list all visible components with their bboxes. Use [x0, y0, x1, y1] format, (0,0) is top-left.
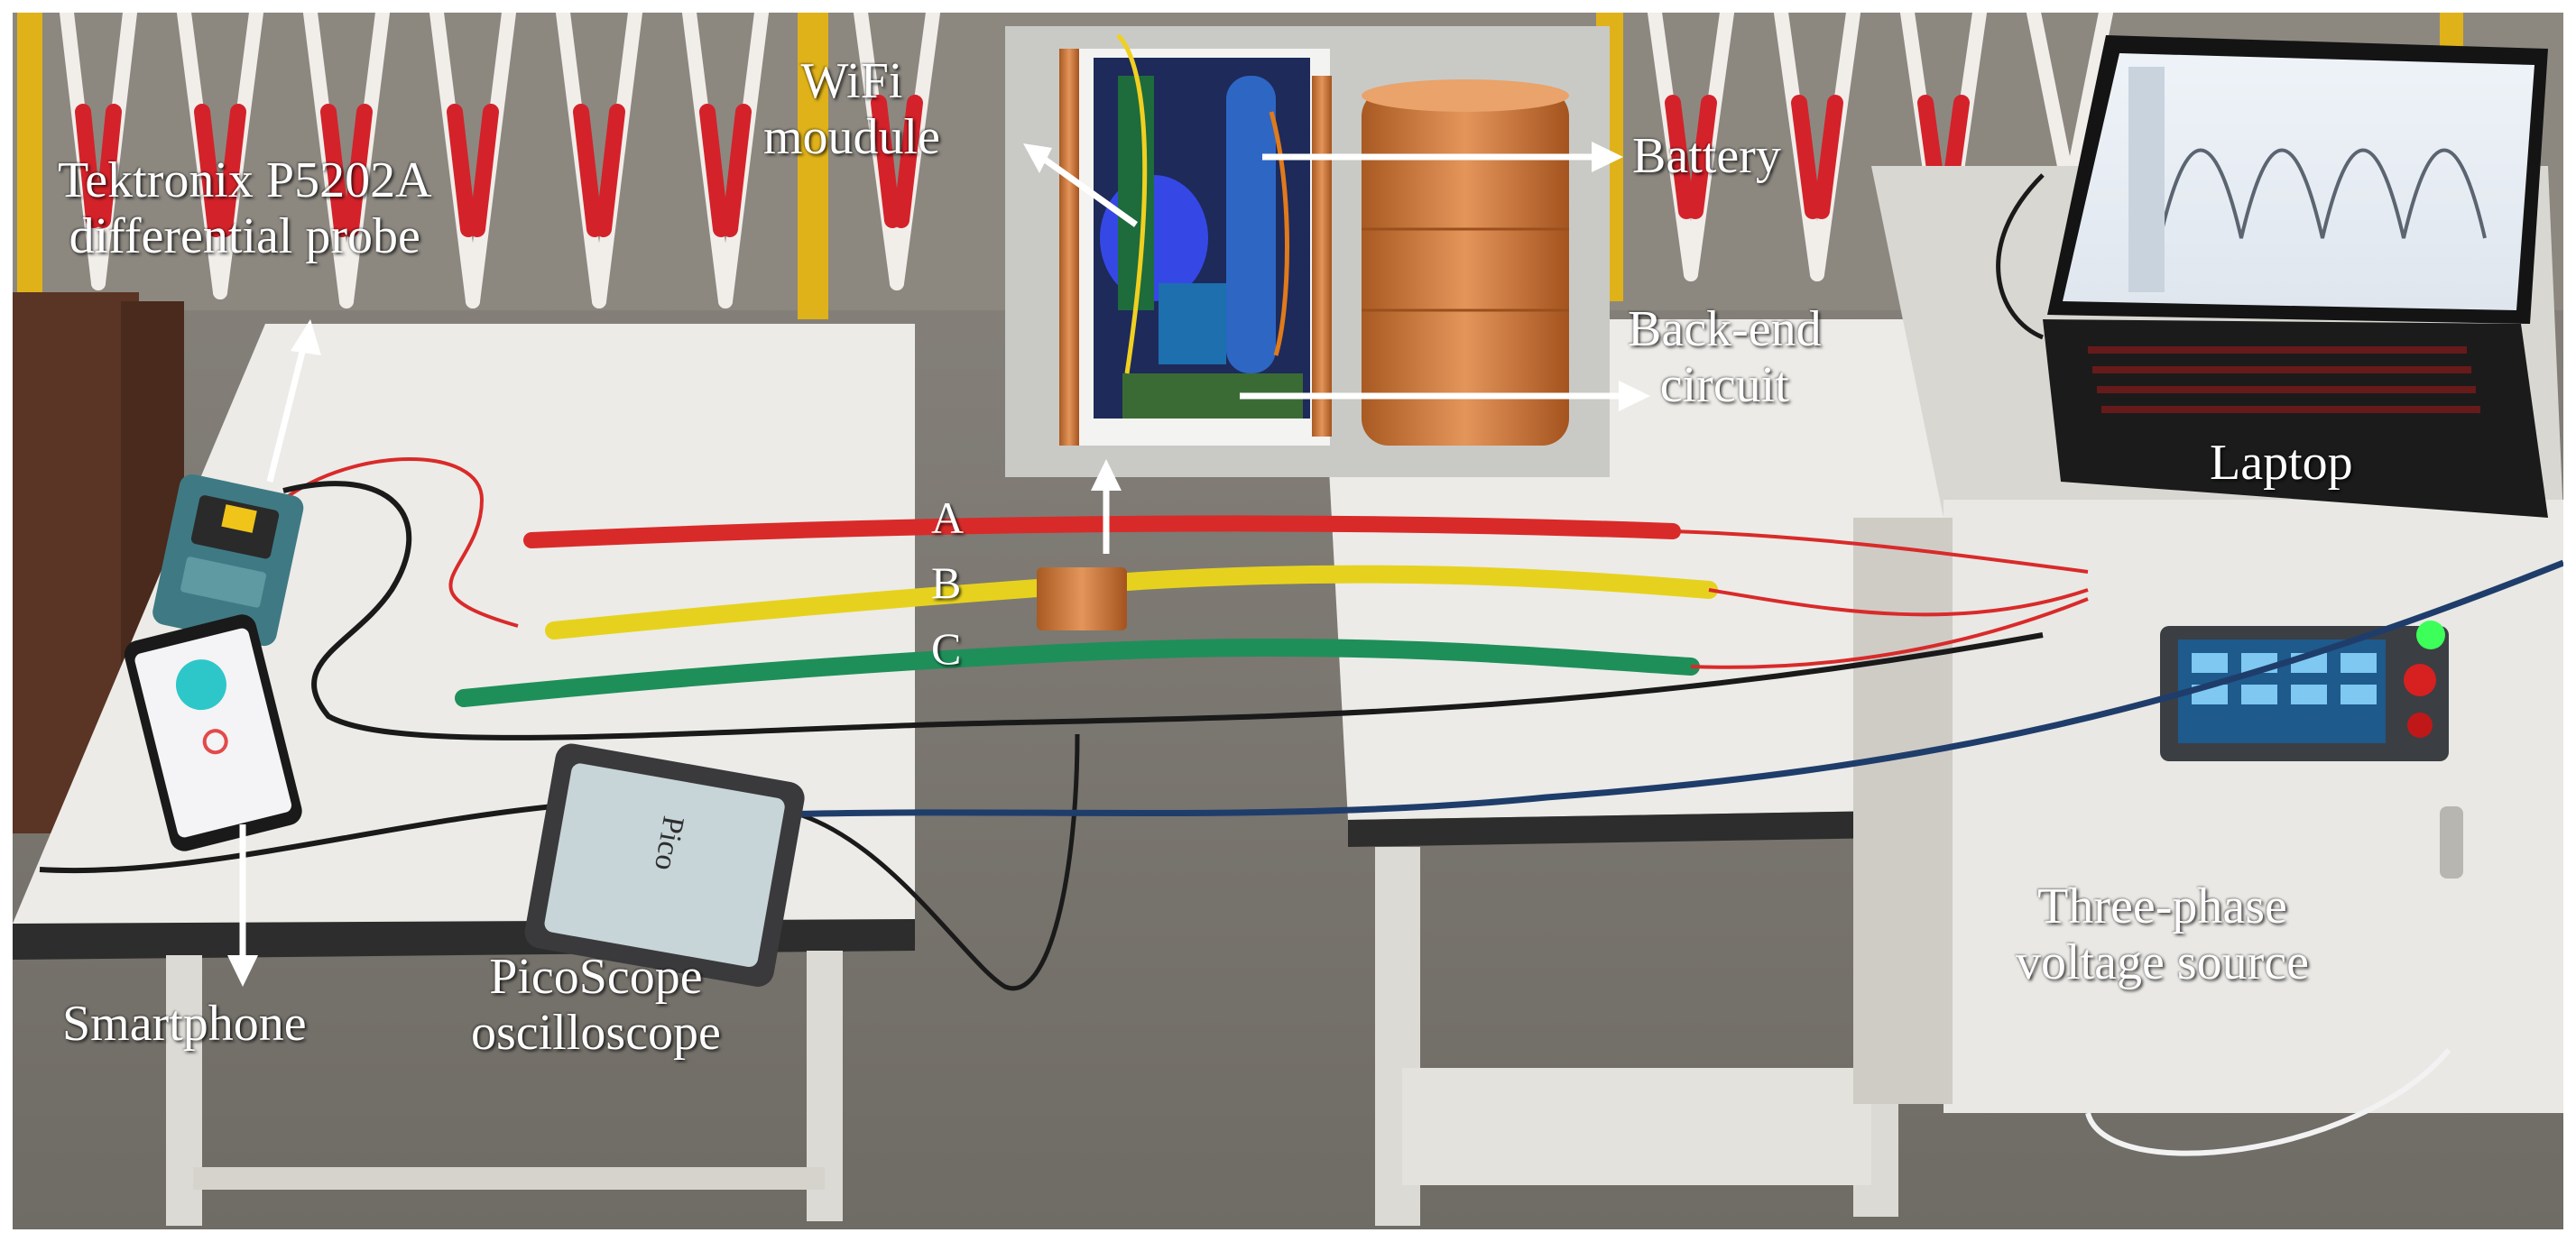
probe-label: Tektronix P5202A differential probe — [58, 152, 432, 264]
yellow-wire — [1116, 33, 1148, 374]
differential-probe — [152, 474, 304, 647]
wifi-label-line1: WiFi — [800, 53, 903, 109]
red-lead-wire — [1690, 597, 2089, 669]
red-lead-wire — [1672, 529, 2089, 574]
cabinet-handle — [2440, 806, 2463, 879]
laptop-waveform — [2158, 148, 2487, 239]
touchscreen-buttons — [2192, 653, 2377, 704]
picoscope-label-line1: PicoScope — [489, 949, 703, 1005]
fence-post — [17, 13, 42, 310]
laptop-sidebar — [2128, 67, 2165, 292]
laptop-label: Laptop — [2210, 435, 2353, 491]
probe-label-line1: Tektronix P5202A — [58, 152, 432, 208]
phase-b-cable — [545, 565, 1718, 639]
voltage-source-label-line2: voltage source — [2016, 934, 2309, 990]
copper-sensor-clamp — [1037, 567, 1127, 630]
red-lead-wire — [1708, 588, 2089, 617]
green-indicator-light — [2416, 621, 2445, 649]
phase-c-cable — [455, 639, 1700, 707]
picoscope-device: Pico — [524, 743, 805, 987]
battery-cell — [1226, 76, 1276, 373]
picoscope-label-line2: oscilloscope — [471, 1005, 721, 1061]
white-power-cable — [2085, 1048, 2451, 1156]
backend-label-line2: circuit — [1659, 357, 1789, 413]
black-usb-cable — [39, 804, 555, 874]
probe-arrow — [266, 336, 309, 483]
voltage-source-side — [1853, 518, 1953, 1104]
orange-wire — [1269, 111, 1289, 356]
phase-b-label: B — [931, 557, 962, 608]
smartphone-device — [124, 614, 302, 851]
phase-a-cable — [523, 515, 1681, 548]
backend-label-line1: Back-end — [1628, 301, 1822, 357]
smartphone-label: Smartphone — [62, 996, 307, 1052]
black-scope-cable — [752, 733, 1080, 991]
fence-post — [798, 13, 828, 319]
lab-scene: Pico — [13, 13, 2563, 1229]
wifi-arrow — [1039, 154, 1139, 227]
laptop-cable — [1996, 173, 2045, 340]
laptop-screen — [2063, 53, 2534, 310]
left-table-shelf — [193, 1167, 825, 1190]
wifi-label-line2: moudule — [763, 109, 940, 165]
red-stop-button — [2404, 664, 2436, 696]
probe-red-lead — [282, 457, 519, 628]
inset-photo — [1005, 26, 1610, 477]
annotation-arrows — [227, 142, 1650, 987]
voltage-source-label: Three-phase voltage source — [2016, 879, 2309, 990]
wifi-label: WiFi moudule — [763, 53, 940, 165]
laptop-keyboard-glow — [2088, 346, 2480, 413]
copper-cylinder — [1362, 89, 1569, 446]
picoscope-label: PicoScope oscilloscope — [471, 949, 721, 1061]
relay-block — [1159, 283, 1226, 364]
backend-label: Back-end circuit — [1628, 301, 1822, 413]
voltage-source-label-line1: Three-phase — [2037, 879, 2287, 934]
lab-photo: Pico — [13, 13, 2563, 1229]
phase-a-label: A — [931, 492, 965, 543]
blue-usb-cable — [752, 559, 2563, 819]
phase-c-label: C — [931, 623, 962, 674]
probe-label-line2: differential probe — [69, 208, 420, 264]
wifi-module-board — [1118, 76, 1154, 310]
right-table-shelf — [1402, 1068, 1871, 1185]
red-button — [2407, 713, 2433, 738]
battery-label: Battery — [1632, 128, 1781, 184]
voltage-source-body — [1944, 500, 2563, 1113]
black-probe-cable — [282, 481, 2044, 741]
